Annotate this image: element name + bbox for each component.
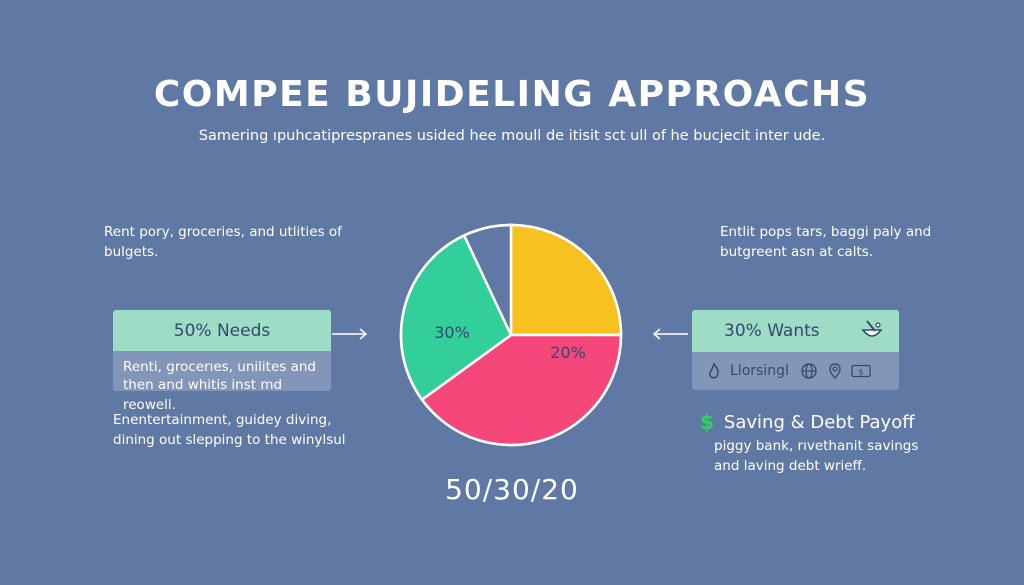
svg-text:$: $ bbox=[858, 367, 863, 377]
needs-label: 50% Needs bbox=[173, 320, 271, 341]
left-arrow bbox=[332, 328, 368, 340]
pie-label-20: 20% bbox=[550, 343, 586, 362]
left-top-note: Rent pory, groceries, and utlities of bu… bbox=[104, 222, 342, 262]
left-top-note-line: bulgets. bbox=[104, 244, 159, 260]
needs-body-line: then and whitis inst md reowell. bbox=[123, 377, 283, 413]
pin-icon bbox=[825, 361, 845, 381]
needs-box-body: Renti, grocerıes, unilites and then and … bbox=[113, 351, 331, 413]
right-top-note-line: butgreent asn at calts. bbox=[720, 244, 874, 260]
needs-body-line: Renti, grocerıes, unilites and bbox=[123, 359, 316, 375]
money-icon: $ bbox=[851, 361, 871, 381]
right-top-note-line: Entlit pops tars, baggi paly and bbox=[720, 224, 932, 240]
pie-chart bbox=[399, 223, 623, 447]
savings-body-line: and laving debt wrieff. bbox=[714, 458, 867, 474]
savings-title-row: $ Saving & Debt Payoff bbox=[700, 410, 915, 434]
left-bottom-note: Enentertainment, guidey diving, dining o… bbox=[113, 410, 346, 450]
pie-slice-yellow bbox=[509, 223, 623, 337]
pie-outline bbox=[399, 223, 623, 447]
needs-box-header: 50% Needs bbox=[113, 310, 331, 351]
page-title: Compee Bujideling Approachs bbox=[153, 74, 871, 115]
savings-title: Saving & Debt Payoff bbox=[723, 411, 915, 433]
ratio-label: 50/30/20 bbox=[445, 473, 579, 506]
wants-icon-row: Llorsingl $ bbox=[692, 352, 899, 390]
globe-icon bbox=[799, 361, 819, 381]
right-arrow bbox=[652, 328, 688, 340]
pie-label-30: 30% bbox=[434, 323, 470, 342]
wants-label: 30% Wants bbox=[724, 321, 820, 341]
left-top-note-line: Rent pory, groceries, and utlities of bbox=[104, 224, 342, 240]
savings-body-line: piggy bank, rıvethanit savings bbox=[714, 438, 919, 454]
right-top-note: Entlit pops tars, baggi paly and butgree… bbox=[720, 222, 931, 262]
wants-icons-text: Llorsingl bbox=[730, 363, 789, 379]
wants-box-header: 30% Wants bbox=[692, 310, 899, 352]
left-bottom-note-line: dining out slepping to the winylsul bbox=[113, 432, 346, 448]
left-bottom-note-line: Enentertainment, guidey diving, bbox=[113, 412, 332, 428]
fire-icon bbox=[704, 361, 724, 381]
dollar-icon: $ bbox=[700, 410, 714, 434]
savings-body: piggy bank, rıvethanit savings and lavin… bbox=[714, 436, 918, 476]
page-subtitle: Samering ıpuhcatiprespranes usided hee m… bbox=[198, 128, 826, 144]
mortar-pestle-icon bbox=[859, 318, 885, 344]
